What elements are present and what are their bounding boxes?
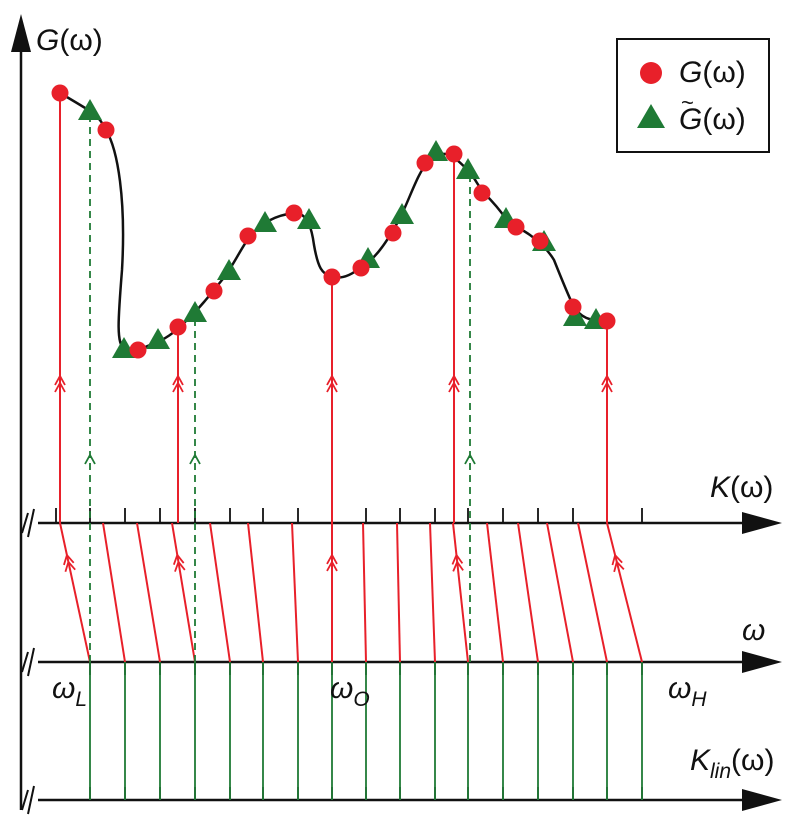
green-triangle-marker [78,99,102,120]
red-circle-marker [97,121,115,139]
double-arrow-icon [448,381,460,393]
klin-axis-label: Klin(ω) [690,744,774,783]
red-mapping-line [209,522,231,663]
double-arrow-icon [326,560,338,572]
double-arrow-icon [326,553,338,565]
data-markers [51,84,616,359]
vertical-axis [11,14,31,810]
klin-axis-break-icon [21,785,35,815]
red-mapping-line [546,522,574,663]
red-circle-marker [598,312,616,330]
omega-axis-break-icon [21,647,35,677]
legend-tilde-mark: ~ [681,90,694,115]
red-circle-marker [51,84,69,102]
red-circle-marker [169,318,187,336]
green-triangle-marker [456,158,480,179]
red-mapping-line [396,522,401,663]
horizontal-axes [21,508,782,815]
double-arrow-icon [63,553,75,566]
green-triangle-marker [563,305,587,326]
linear-mapping-lines [89,662,643,800]
legend: G(ω) G(ω) ~ [616,38,770,153]
double-arrow-icon [172,553,185,566]
red-circle-marker [507,218,525,236]
red-circle-marker [205,282,223,300]
red-mapping-line [171,522,196,663]
projection-lines [54,93,613,662]
red-circle-marker [473,184,491,202]
green-triangle-marker [217,259,241,280]
omega-high-label: ωH [668,672,707,711]
red-circle-marker [323,268,341,286]
double-arrow-icon [452,560,464,572]
k-axis-label: K(ω) [710,471,773,504]
green-arrow-icon [189,453,201,465]
red-circle-marker [416,154,434,172]
red-circle-marker [352,259,370,277]
double-arrow-icon [172,374,184,386]
green-triangle-marker [297,208,321,229]
green-triangle-marker [146,328,170,349]
double-arrow-icon [326,381,338,393]
tick-marks [55,508,643,800]
red-circle-marker [239,227,257,245]
g-curve [59,91,608,353]
red-mapping-line [577,522,608,663]
red-mapping-line [429,522,436,663]
green-triangle-marker [253,211,277,232]
double-arrow-icon [613,560,625,573]
green-triangle-marker [183,301,207,322]
red-mapping-line [486,522,504,663]
green-arrow-icon [464,453,476,465]
red-mapping-line [136,522,161,663]
double-arrow-icon [54,374,66,386]
double-arrow-icon [611,553,623,566]
k-axis-arrow-icon [742,512,782,534]
legend-g-tilde-label: G(ω) [679,103,746,136]
nonlinear-mapping-lines [59,522,643,663]
double-arrow-icon [64,560,76,573]
green-triangle-icon [637,104,665,128]
double-arrow-icon [601,374,613,386]
red-mapping-line [102,522,126,663]
red-circle-marker [564,298,582,316]
red-mapping-line [247,522,264,663]
omega-axis-arrow-icon [742,651,782,673]
legend-g-label: G(ω) [679,56,746,89]
green-arrow-icon [84,453,96,465]
green-triangle-marker [424,140,448,161]
red-circle-marker [129,341,147,359]
double-arrow-icon [451,553,464,565]
red-circle-marker [445,145,463,163]
red-mapping-line [291,522,299,663]
red-circle-marker [285,204,303,222]
double-arrow-icon [172,381,184,393]
red-mapping-line [59,522,91,663]
omega-axis-label: ω [742,614,765,647]
double-arrow-icon [601,381,613,393]
red-mapping-line [452,522,469,663]
double-arrow-icon [54,381,66,393]
omega-center-label: ωO [330,672,370,711]
red-circle-marker [531,232,549,250]
double-arrow-icon [448,374,460,386]
red-mapping-line [606,522,643,663]
g-axis-label: G(ω) [36,24,103,57]
green-triangle-marker [390,203,414,224]
red-circle-marker [384,224,402,242]
double-arrow-icon [326,374,338,386]
red-mapping-line [362,522,367,663]
vertical-axis-arrow-icon [11,14,31,52]
red-circle-icon [640,62,662,84]
omega-low-label: ωL [52,672,87,711]
red-mapping-line [517,522,539,663]
legend-box [616,38,770,153]
klin-axis-arrow-icon [742,789,782,811]
k-axis-break-icon [21,508,35,538]
double-arrow-icon [174,560,186,572]
